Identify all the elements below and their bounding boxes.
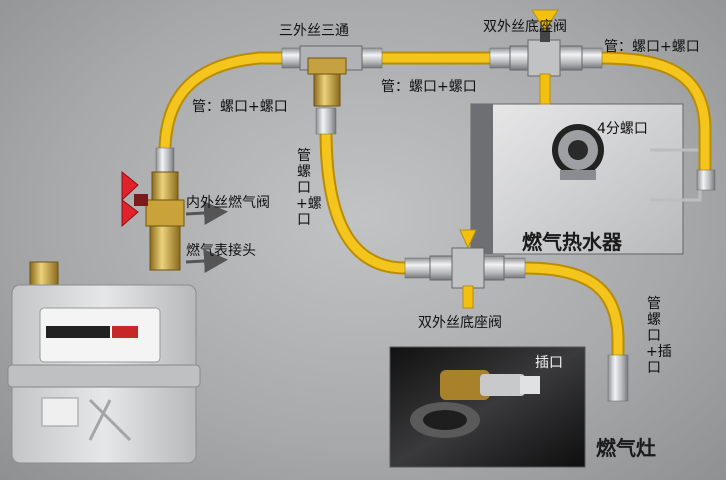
- label-stove: 燃气灶: [596, 436, 656, 460]
- label-pipe-top-mid: 管：螺口+螺口: [381, 79, 477, 95]
- label-pipe-vertical: 管螺口+螺口: [296, 148, 322, 228]
- steel-fittings: [155, 47, 716, 402]
- label-water-heater: 燃气热水器: [522, 230, 622, 254]
- arrow-inner-valve: [185, 201, 228, 225]
- top-base-valve: [509, 9, 583, 105]
- label-plug: 插口: [535, 355, 563, 371]
- label-pipe-vertical-right: 管螺口+插口: [646, 296, 672, 376]
- three-way-tee: [299, 45, 363, 107]
- label-pipe-top-right: 管：螺口+螺口: [604, 39, 700, 55]
- label-valve-top: 双外丝底座阀: [483, 19, 567, 35]
- label-pipe-left: 管：螺口+螺口: [192, 99, 288, 115]
- stove-inset: [389, 346, 586, 468]
- water-heater-inset: [470, 103, 702, 255]
- label-tee: 三外丝三通: [279, 23, 349, 39]
- meter-riser: [121, 170, 185, 271]
- label-valve-bottom: 双外丝底座阀: [418, 315, 502, 331]
- gas-meter: [7, 261, 201, 464]
- label-thread-4fen: 4分螺口: [597, 121, 648, 137]
- label-inner-valve: 内外丝燃气阀: [186, 195, 270, 211]
- hoses: [158, 51, 712, 362]
- bottom-base-valve: [429, 229, 505, 309]
- arrow-meter-joint: [185, 249, 228, 273]
- label-meter-joint: 燃气表接头: [186, 243, 256, 259]
